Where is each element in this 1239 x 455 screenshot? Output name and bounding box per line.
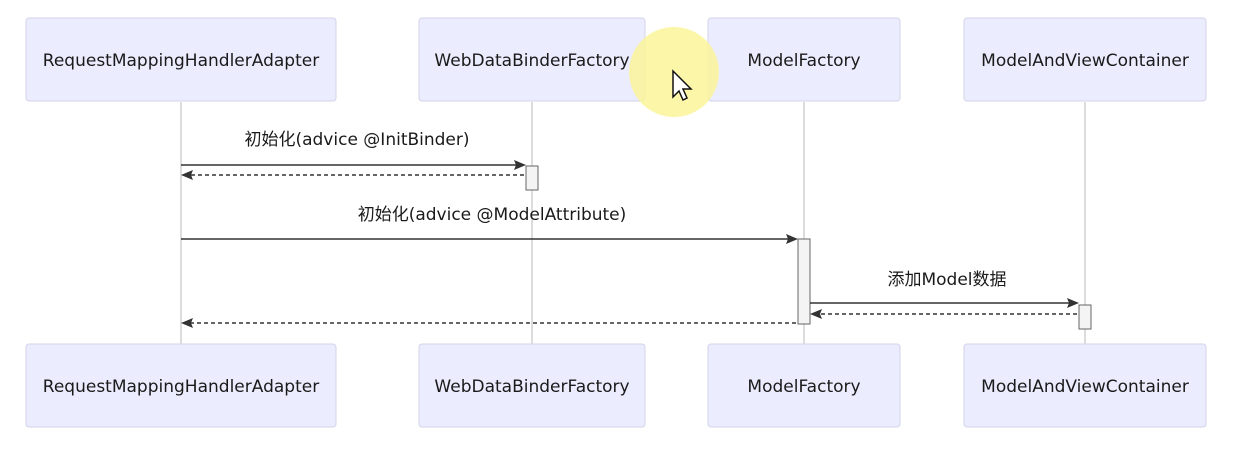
arrow-right-icon: [1067, 298, 1079, 308]
arrow-left-icon: [181, 170, 193, 180]
arrow-right-icon: [514, 160, 526, 170]
message-model-attribute: 初始化(advice @ModelAttribute): [181, 205, 798, 244]
actor-box: [25, 17, 337, 102]
actor-box: [25, 343, 337, 428]
actor-top-rmha[interactable]: RequestMappingHandlerAdapter: [25, 17, 337, 102]
message-return-model: [810, 309, 1077, 319]
actor-label: ModelAndViewContainer: [981, 377, 1189, 397]
message-label: 初始化(advice @InitBinder): [244, 130, 469, 150]
actor-label: ModelFactory: [747, 377, 860, 397]
message-init-binder: 初始化(advice @InitBinder): [181, 130, 526, 170]
actor-top-mf[interactable]: ModelFactory: [707, 17, 901, 102]
cursor-arrow: [672, 69, 693, 102]
actor-bottom-rmha[interactable]: RequestMappingHandlerAdapter: [25, 343, 337, 428]
lifelines: [180, 102, 1086, 344]
message-add-model: 添加Model数据: [810, 270, 1079, 308]
actor-box: [707, 343, 901, 428]
mouse-pointer-icon: [629, 27, 719, 117]
arrow-left-icon: [181, 318, 193, 328]
actor-box: [963, 17, 1207, 102]
messages: 初始化(advice @InitBinder) 初始化(advice @Mode…: [181, 130, 1079, 328]
actor-bottom-wdbf[interactable]: WebDataBinderFactory: [418, 343, 646, 428]
message-return-factory: [181, 318, 796, 328]
actor-box: [418, 343, 646, 428]
message-label: 添加Model数据: [887, 270, 1006, 290]
actor-label: ModelAndViewContainer: [981, 51, 1189, 71]
actor-bottom-mavc[interactable]: ModelAndViewContainer: [963, 343, 1207, 428]
arrow-left-icon: [810, 309, 822, 319]
activations: [525, 165, 1092, 330]
actor-bottom-mf[interactable]: ModelFactory: [707, 343, 901, 428]
message-return-binder: [181, 170, 524, 180]
activation-wdbf: [525, 165, 539, 191]
actor-label: WebDataBinderFactory: [434, 377, 629, 397]
actors-top: RequestMappingHandlerAdapter WebDataBind…: [25, 17, 1207, 102]
activation-mf: [797, 238, 811, 325]
actor-top-wdbf[interactable]: WebDataBinderFactory: [418, 17, 646, 102]
actor-label: RequestMappingHandlerAdapter: [43, 51, 319, 71]
actor-label: RequestMappingHandlerAdapter: [43, 377, 319, 397]
actor-box: [963, 343, 1207, 428]
arrow-right-icon: [786, 234, 798, 244]
actor-label: WebDataBinderFactory: [434, 51, 629, 71]
actor-label: ModelFactory: [747, 51, 860, 71]
activation-mavc: [1078, 304, 1092, 330]
actor-top-mavc[interactable]: ModelAndViewContainer: [963, 17, 1207, 102]
message-label: 初始化(advice @ModelAttribute): [358, 205, 627, 225]
actors-bottom: RequestMappingHandlerAdapter WebDataBind…: [25, 343, 1207, 428]
